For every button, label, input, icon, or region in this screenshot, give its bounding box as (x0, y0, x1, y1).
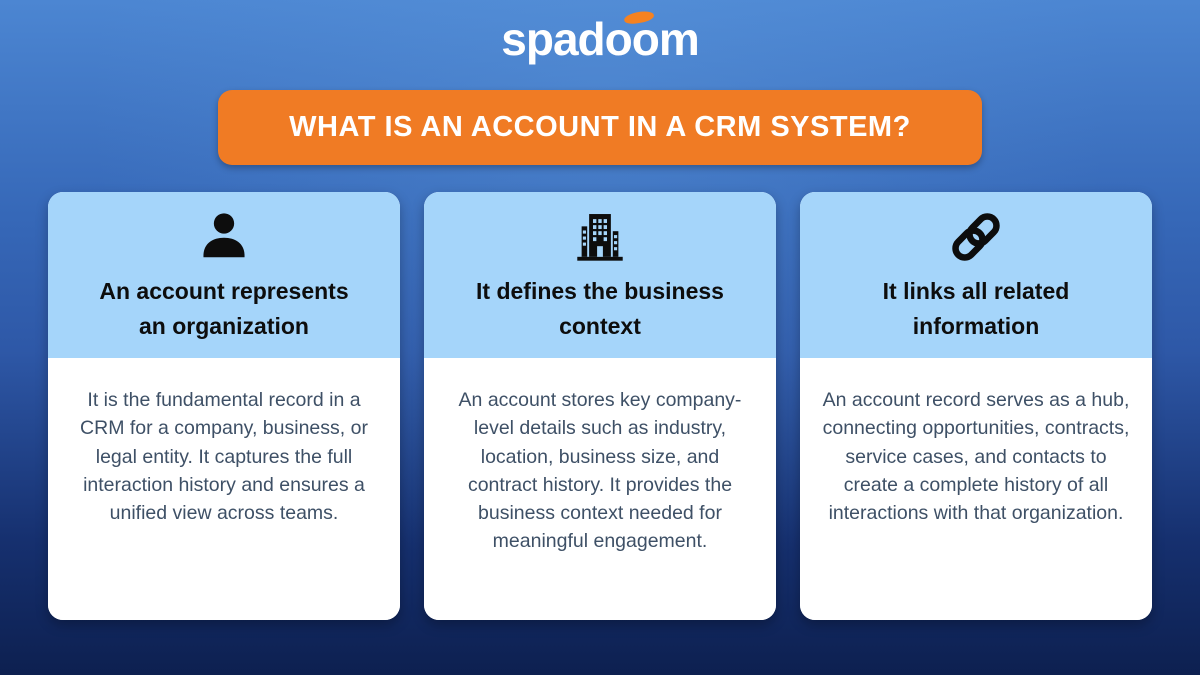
person-icon (195, 208, 253, 268)
link-icon (947, 208, 1005, 268)
card-heading: It links all related information (882, 278, 1070, 339)
card-account-represents-organization: An account represents an organization It… (48, 192, 400, 620)
cards-row: An account represents an organization It… (48, 192, 1152, 620)
logo-inner: spadoom (501, 9, 700, 65)
card-text: An account stores key company-level deta… (458, 389, 742, 553)
card-header: It defines the business context (424, 192, 776, 358)
card-body: An account record serves as a hub, conne… (800, 358, 1152, 620)
title-banner: WHAT IS AN ACCOUNT IN A CRM SYSTEM? (218, 90, 982, 165)
card-defines-business-context: It defines the business context An accou… (424, 192, 776, 620)
card-links-related-information: It links all related information An acco… (800, 192, 1152, 620)
card-text: It is the fundamental record in a CRM fo… (80, 389, 368, 525)
card-body: An account stores key company-level deta… (424, 358, 776, 620)
card-heading: It defines the business context (476, 278, 724, 339)
card-header: An account represents an organization (48, 192, 400, 358)
logo: spadoom (0, 9, 1200, 65)
card-text: An account record serves as a hub, conne… (822, 389, 1130, 525)
card-body: It is the fundamental record in a CRM fo… (48, 358, 400, 620)
logo-text: spadoom (501, 13, 699, 65)
building-icon (571, 208, 629, 268)
card-header: It links all related information (800, 192, 1152, 358)
card-heading: An account represents an organization (99, 278, 349, 339)
page-title: WHAT IS AN ACCOUNT IN A CRM SYSTEM? (289, 111, 911, 143)
